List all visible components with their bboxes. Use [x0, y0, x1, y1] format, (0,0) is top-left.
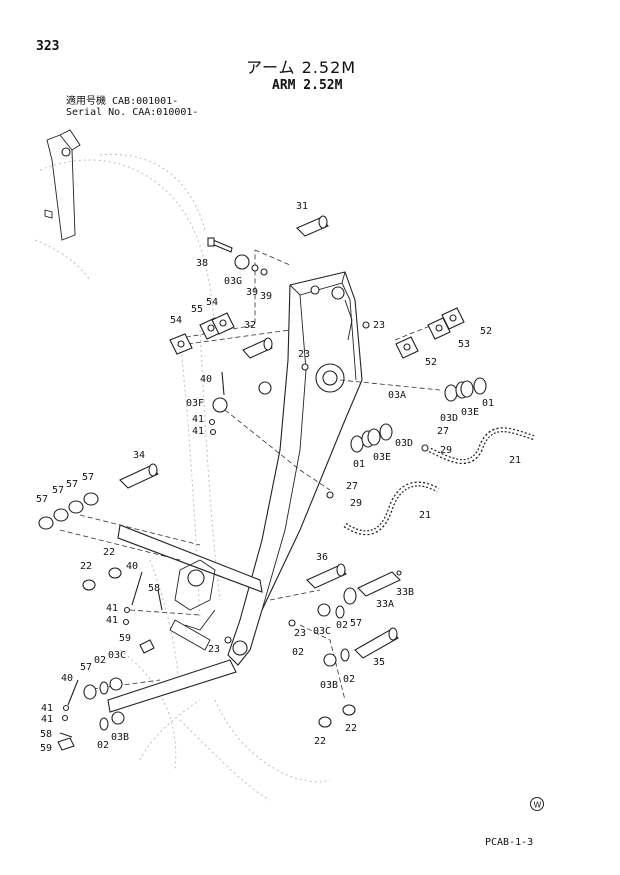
callout-label: 03C — [313, 626, 331, 637]
parts — [38, 215, 536, 751]
callout-label: 03D — [440, 413, 458, 424]
page-number: 323 — [36, 39, 60, 54]
callout-label: 41 — [41, 703, 53, 714]
callout-label: 33B — [396, 587, 414, 598]
callout-label: 41 — [192, 414, 204, 425]
callout-label: 58 — [148, 583, 160, 594]
callout-label: 57 — [36, 494, 48, 505]
callout-label: 03A — [388, 390, 406, 401]
callout-label: 35 — [373, 657, 385, 668]
ghost-outline — [34, 153, 331, 801]
callout-label: 03B — [320, 680, 338, 691]
callout-label: 21 — [509, 455, 521, 466]
callout-label: 03G — [224, 276, 242, 287]
callout-label: 41 — [41, 714, 53, 725]
callout-label: 02 — [336, 620, 348, 631]
manufacturer-logo: W — [530, 797, 544, 811]
callout-label: 40 — [200, 374, 212, 385]
callout-label: 52 — [425, 357, 437, 368]
callout-label: 02 — [292, 647, 304, 658]
callout-label: 23 — [294, 628, 306, 639]
leader-lines — [59, 249, 451, 701]
callout-label: 23 — [373, 320, 385, 331]
callout-label: 59 — [40, 743, 52, 754]
page-code: PCAB-1-3 — [485, 837, 534, 848]
page-title-japanese: アーム 2.52M — [246, 58, 357, 77]
callout-label: 40 — [61, 673, 73, 684]
callout-label: 03D — [395, 438, 413, 449]
callout-label: 03C — [108, 650, 126, 661]
serial-applicability-japanese: 適用号機 CAB:001001- — [66, 96, 179, 107]
callout-label: 57 — [52, 485, 64, 496]
callout-label: 03F — [186, 398, 204, 409]
callout-label: 03B — [111, 732, 129, 743]
callout-label: 23 — [298, 349, 310, 360]
callout-label: 36 — [316, 552, 328, 563]
callout-label: 53 — [458, 339, 470, 350]
callout-label: 38 — [196, 258, 208, 269]
callout-label: 22 — [80, 561, 92, 572]
callout-label: 27 — [346, 481, 358, 492]
callout-label: 29 — [440, 445, 452, 456]
callout-label: 03E — [461, 407, 479, 418]
page-title-english: ARM 2.52M — [272, 78, 343, 93]
callout-label: 02 — [97, 740, 109, 751]
callout-label: 41 — [192, 426, 204, 437]
callout-label: 22 — [345, 723, 357, 734]
callout-labels: 31 38 03G 39 39 54 55 54 32 23 52 53 52 … — [36, 201, 521, 754]
callout-label: 41 — [106, 615, 118, 626]
callout-label: 31 — [296, 201, 308, 212]
callout-label: 40 — [126, 561, 138, 572]
callout-label: 57 — [66, 479, 78, 490]
callout-label: 39 — [246, 287, 258, 298]
callout-label: 22 — [103, 547, 115, 558]
callout-label: 52 — [480, 326, 492, 337]
lower-linkage — [107, 524, 263, 713]
callout-label: 57 — [350, 618, 362, 629]
arm-body — [227, 271, 363, 666]
serial-applicability-english: Serial No. CAA:010001- — [66, 107, 199, 118]
callout-label: 57 — [82, 472, 94, 483]
callout-label: 02 — [94, 655, 106, 666]
logo-letter: W — [534, 801, 542, 810]
callout-label: 59 — [119, 633, 131, 644]
callout-label: 54 — [170, 315, 182, 326]
callout-label: 33A — [376, 599, 394, 610]
callout-label: 57 — [80, 662, 92, 673]
callout-label: 22 — [314, 736, 326, 747]
callout-label: 01 — [353, 459, 365, 470]
callout-label: 27 — [437, 426, 449, 437]
callout-label: 55 — [191, 304, 203, 315]
callout-label: 32 — [244, 320, 256, 331]
callout-label: 02 — [343, 674, 355, 685]
callout-label: 21 — [419, 510, 431, 521]
callout-label: 29 — [350, 498, 362, 509]
callout-label: 39 — [260, 291, 272, 302]
callout-label: 01 — [482, 398, 494, 409]
bucket-cylinder-sketch — [44, 129, 81, 241]
callout-label: 58 — [40, 729, 52, 740]
callout-label: 54 — [206, 297, 218, 308]
callout-label: 23 — [208, 644, 220, 655]
callout-label: 34 — [133, 450, 145, 461]
callout-label: 41 — [106, 603, 118, 614]
callout-label: 03E — [373, 452, 391, 463]
